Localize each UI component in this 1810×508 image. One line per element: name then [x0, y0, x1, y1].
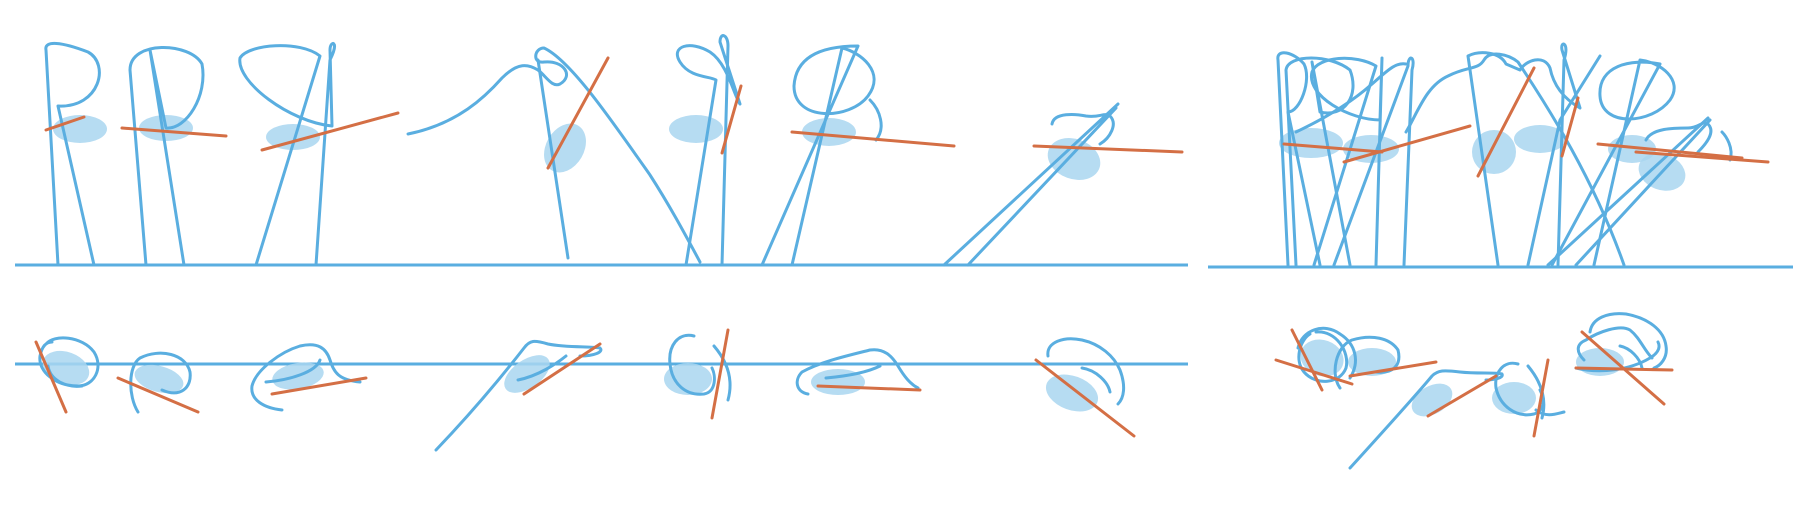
- glyph-top-6: [760, 44, 956, 267]
- glyph-bottom-5: [664, 328, 732, 420]
- stroke-curve: [128, 46, 205, 267]
- glyph-bottom-6: [795, 348, 922, 396]
- axis-line: [1532, 358, 1550, 438]
- stroke-curve: [1546, 116, 1712, 267]
- axis-line: [1032, 144, 1184, 154]
- axis-line: [790, 130, 956, 148]
- ellipse-highlight: [544, 123, 586, 173]
- axis-line: [1426, 374, 1498, 418]
- axis-line: [34, 340, 68, 414]
- axis-line: [1348, 360, 1438, 378]
- stroke-curve: [1466, 42, 1582, 267]
- overlay-strokes: [1276, 42, 1770, 267]
- axis-line: [44, 115, 86, 132]
- stroke-curve: [44, 42, 101, 267]
- stroke-curve: [1404, 52, 1626, 267]
- stroke-curve: [1297, 330, 1349, 383]
- stroke-curve: [1588, 312, 1668, 370]
- stroke-curve: [942, 102, 1120, 267]
- glyph-bottom-2: [116, 351, 200, 414]
- stroke-curve: [1644, 121, 1713, 154]
- stroke-curve: [238, 41, 336, 267]
- stroke-curve-hook: [1080, 366, 1112, 394]
- overlay-strokes-bottom: [1274, 312, 1674, 470]
- glyph-top-2: [120, 46, 228, 267]
- axis-line: [546, 56, 610, 170]
- stroke-curve: [1310, 56, 1384, 267]
- stroke-curve: [1526, 54, 1602, 267]
- axis-line: [816, 384, 922, 392]
- axis-line: [1634, 150, 1770, 164]
- ellipse-highlight: [266, 124, 320, 150]
- stroke-curve: [1348, 369, 1504, 470]
- axis-line: [522, 342, 602, 396]
- stroke-curve: [1294, 62, 1408, 134]
- axis-line: [120, 126, 228, 138]
- ellipse-highlight: [669, 115, 723, 143]
- ellipse-highlight: [134, 364, 184, 394]
- stroke-curve: [795, 348, 920, 396]
- stroke-curve: [406, 46, 702, 264]
- ellipse-highlight: [1045, 374, 1099, 412]
- stroke-curve-cap: [1050, 112, 1115, 146]
- stroke-curve: [250, 343, 362, 412]
- axis-line: [260, 111, 400, 152]
- ellipse-highlight: [664, 363, 712, 395]
- stroke-curve: [1276, 51, 1322, 267]
- stroke-curve: [1332, 56, 1415, 267]
- glyph-top-1: [44, 42, 107, 267]
- stroke-curve: [1296, 326, 1357, 380]
- stroke-curve-hook: [868, 98, 883, 142]
- stroke-curve-hook: [824, 364, 882, 380]
- glyph-bottom-1: [34, 336, 100, 414]
- axis-line: [1034, 358, 1136, 438]
- axis-line: [1560, 96, 1580, 158]
- ellipse-highlight: [504, 355, 550, 393]
- stroke-curve-hook: [516, 354, 568, 382]
- glyph-top-4: [406, 46, 702, 264]
- panel-bottom-left: [15, 328, 1188, 452]
- glyph-bottom-7: [1034, 337, 1136, 438]
- axis-line: [1342, 124, 1472, 164]
- glyph-bottom-4: [434, 339, 603, 452]
- ellipse-highlight: [1411, 383, 1453, 417]
- axis-line: [720, 84, 743, 155]
- ellipse-highlight: [802, 118, 856, 146]
- axis-line: [1476, 66, 1536, 178]
- stroke-curve: [129, 351, 192, 414]
- panel-top-left: [15, 34, 1188, 267]
- stroke-curve: [1046, 337, 1126, 406]
- axis-line: [1274, 358, 1354, 386]
- panel-top-right: [1208, 42, 1793, 269]
- stroke-curve: [668, 333, 732, 402]
- glyph-top-5: [669, 34, 743, 267]
- stroke-curve: [1618, 344, 1644, 370]
- ellipse-highlight: [1608, 135, 1656, 163]
- stroke-curve: [1574, 340, 1661, 373]
- axis-line: [116, 376, 200, 414]
- axis-line: [710, 328, 730, 420]
- ellipse-highlight: [1343, 135, 1399, 163]
- stroke-curve: [1576, 326, 1654, 362]
- axis-line: [1282, 142, 1384, 154]
- axis-line: [1290, 328, 1324, 392]
- axis-line: [270, 376, 368, 396]
- glyph-top-7: [942, 102, 1184, 267]
- glyph-top-3: [238, 41, 400, 267]
- axis-line: [1580, 330, 1666, 406]
- stroke-curve: [434, 339, 603, 452]
- stroke-curve: [1550, 58, 1676, 267]
- stroke-curve-hook: [264, 358, 322, 384]
- axis-line: [1596, 142, 1744, 160]
- glyph-bottom-3: [250, 343, 368, 412]
- ellipse-highlight: [1492, 382, 1536, 414]
- stroke-curve: [760, 44, 876, 267]
- panel-bottom-right: [1274, 312, 1674, 470]
- stroke-curve: [676, 34, 742, 267]
